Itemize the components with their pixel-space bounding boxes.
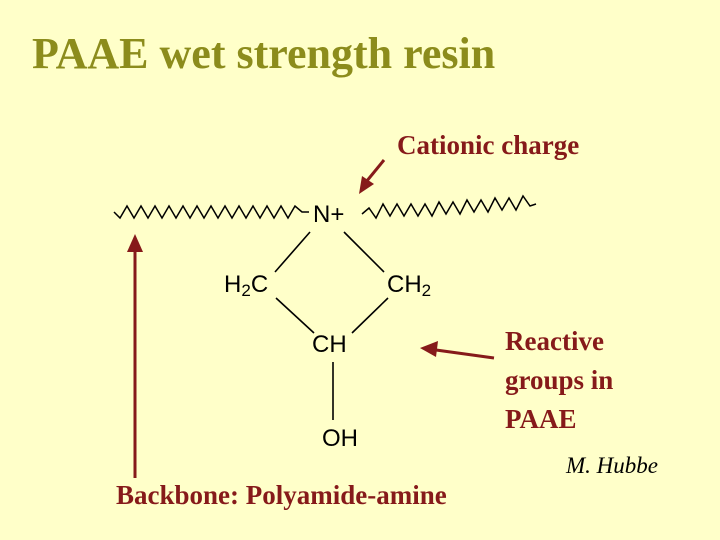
bond-n-to-right-carbon bbox=[343, 231, 385, 273]
bond-left-carbon-to-ch bbox=[275, 297, 315, 334]
left-methylene-subscript: 2 bbox=[241, 281, 251, 300]
nitrogen-atom-label: N+ bbox=[313, 201, 345, 228]
backbone-label: Backbone: Polyamide-amine bbox=[116, 480, 447, 510]
right-methylene-label: CH2 bbox=[387, 271, 432, 300]
bond-n-to-left-carbon bbox=[274, 231, 311, 273]
backbone-chain-left bbox=[113, 204, 309, 220]
left-methylene-label: H2C bbox=[224, 271, 269, 300]
right-methylene-ch: CH bbox=[387, 271, 422, 298]
methine-carbon-label: CH bbox=[312, 331, 347, 358]
reactive-label-line-3: PAAE bbox=[505, 404, 577, 434]
cationic-charge-arrow-shaft bbox=[364, 159, 386, 183]
left-methylene-c: C bbox=[250, 271, 269, 298]
backbone-chain-right bbox=[361, 194, 537, 220]
backbone-arrowhead bbox=[127, 234, 143, 252]
cationic-charge-label: Cationic charge bbox=[397, 130, 580, 160]
reactive-label-line-1: Reactive bbox=[505, 326, 604, 356]
author-credit: M. Hubbe bbox=[566, 453, 658, 478]
reactive-label-line-2: groups in bbox=[505, 365, 614, 395]
reactive-groups-label: Reactive groups in PAAE bbox=[505, 322, 613, 439]
cationic-charge-arrowhead bbox=[359, 176, 374, 194]
slide-title: PAAE wet strength resin bbox=[32, 29, 496, 78]
reactive-groups-arrow-shaft bbox=[435, 348, 495, 360]
right-methylene-subscript: 2 bbox=[421, 281, 432, 300]
left-methylene-h: H bbox=[224, 271, 242, 298]
bond-right-carbon-to-ch bbox=[351, 297, 389, 334]
hydroxyl-group-label: OH bbox=[322, 425, 358, 452]
reactive-groups-arrowhead bbox=[420, 341, 438, 357]
